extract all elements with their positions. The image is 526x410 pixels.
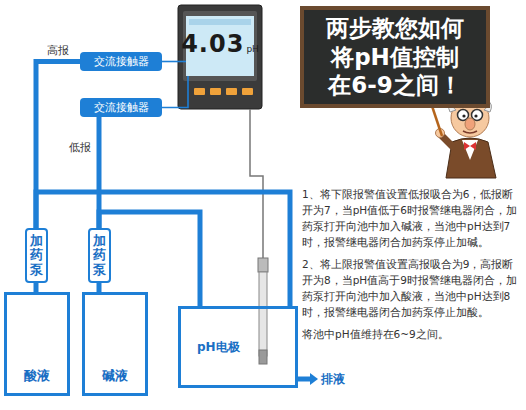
eye	[474, 114, 477, 117]
node-text: 交流接触器	[94, 54, 149, 69]
mouth	[463, 131, 477, 133]
node-text: 交流接触器	[94, 100, 149, 115]
probe-tip	[259, 350, 267, 364]
pipe-line	[97, 283, 102, 292]
button	[242, 88, 253, 95]
signal-wire	[162, 61, 186, 63]
nose	[465, 118, 475, 130]
outlet-arrowhead	[310, 373, 318, 385]
node-text: 4.03	[181, 30, 244, 58]
node-text: 酸液	[24, 367, 50, 385]
bow-tie	[464, 142, 476, 150]
button	[194, 88, 205, 95]
electrode-cable	[250, 109, 263, 258]
controller-housing	[178, 5, 262, 109]
edge-label: 低报	[67, 140, 93, 155]
node-text: pH电极	[197, 339, 240, 356]
button	[210, 88, 221, 95]
controller-display: 4.03pH	[186, 16, 254, 76]
outlet-label: 排液	[321, 371, 345, 388]
button	[226, 88, 237, 95]
dosing-pump: 加药泵	[88, 228, 111, 283]
node-text: 两步教您如何将pH值控制在6-9之间！	[322, 14, 468, 100]
edge-label: 高报	[45, 43, 71, 58]
pipe-line	[34, 283, 39, 292]
instruction-paragraph: 2、将上限报警值设置高报吸合为9，高报断开为8，当pH值高于9时报警继电器闭合，…	[302, 256, 518, 320]
acid-tank: 酸液	[4, 292, 70, 396]
signal-wire	[162, 76, 188, 108]
alkali-tank: 碱液	[82, 292, 148, 396]
professor-cartoon	[430, 99, 496, 178]
node-text: pH	[246, 44, 258, 54]
ph-tank: pH电极	[178, 306, 298, 388]
instruction-paragraph: 1、将下限报警值设置低报吸合为6，低报断开为7，当pH值低于6时报警继电器闭合，…	[302, 186, 518, 250]
contactor-box: 交流接触器	[80, 98, 162, 117]
pipe-line	[36, 192, 290, 306]
shirt	[462, 140, 478, 160]
node-text: 加药泵	[93, 234, 106, 277]
chalkboard-title: 两步教您如何将pH值控制在6-9之间！	[300, 6, 490, 108]
instruction-paragraph: 将池中pH值维持在6~9之间。	[302, 326, 518, 342]
eye	[462, 114, 465, 117]
outlet-pipe	[298, 377, 311, 382]
probe-body	[259, 272, 267, 356]
dosing-pump: 加药泵	[25, 228, 48, 283]
node-text: 加药泵	[30, 234, 43, 277]
instruction-text: 1、将下限报警值设置低报吸合为6，低报断开为7，当pH值低于6时报警继电器闭合，…	[302, 186, 518, 348]
contactor-box: 交流接触器	[80, 52, 162, 71]
node-text: 碱液	[102, 367, 128, 385]
probe-cap	[258, 258, 268, 272]
lcd-status-bar	[189, 19, 251, 25]
